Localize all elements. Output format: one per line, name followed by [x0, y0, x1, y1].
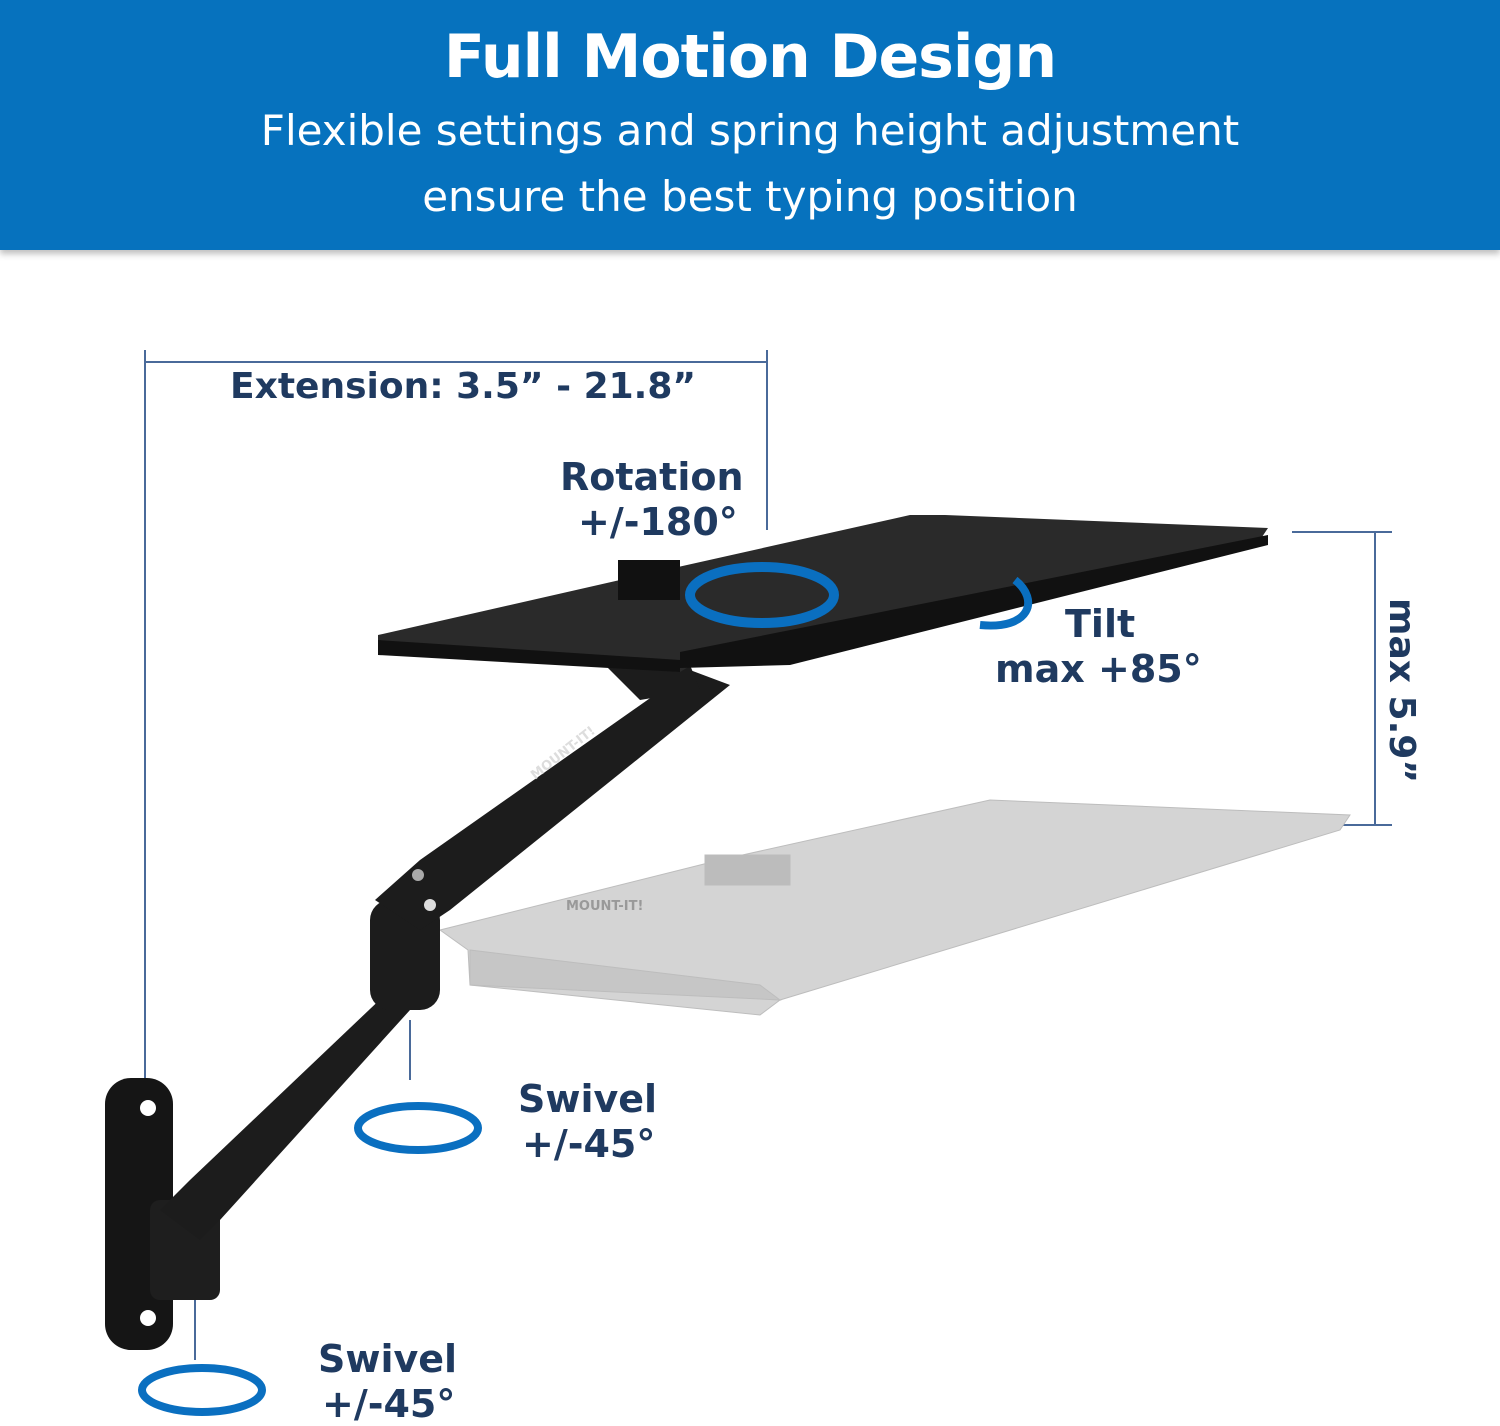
swivel-wall-title: Swivel [318, 1337, 458, 1381]
swivel-wall-arrow-icon [138, 1364, 266, 1416]
lowered-tray-ghost [438, 799, 1351, 1016]
ghost-brand-logo: MOUNT-IT! [566, 899, 643, 914]
keyboard-tray [378, 515, 1268, 672]
header-banner: Full Motion Design Flexible settings and… [0, 0, 1500, 250]
swivel-wall-value: +/-45° [322, 1382, 456, 1426]
page-title: Full Motion Design [443, 22, 1057, 92]
swivel-arm-title: Swivel [518, 1077, 658, 1121]
height-label: max 5.9” [1381, 598, 1422, 783]
swivel-arm-value: +/-45° [522, 1122, 656, 1166]
tilt-arrow-icon [979, 576, 1033, 630]
rotation-value: +/-180° [578, 500, 738, 544]
rotation-arrow-icon [685, 562, 839, 628]
swivel-arm-arrow-icon [354, 1102, 482, 1154]
subtitle-line-1: Flexible settings and spring height adju… [260, 106, 1240, 155]
extension-label: Extension: 3.5” - 21.8” [230, 366, 697, 407]
tilt-value: max +85° [995, 647, 1202, 691]
subtitle-line-2: ensure the best typing position [422, 172, 1078, 221]
rotation-title: Rotation [560, 455, 744, 499]
tilt-title: Tilt [1065, 602, 1136, 646]
